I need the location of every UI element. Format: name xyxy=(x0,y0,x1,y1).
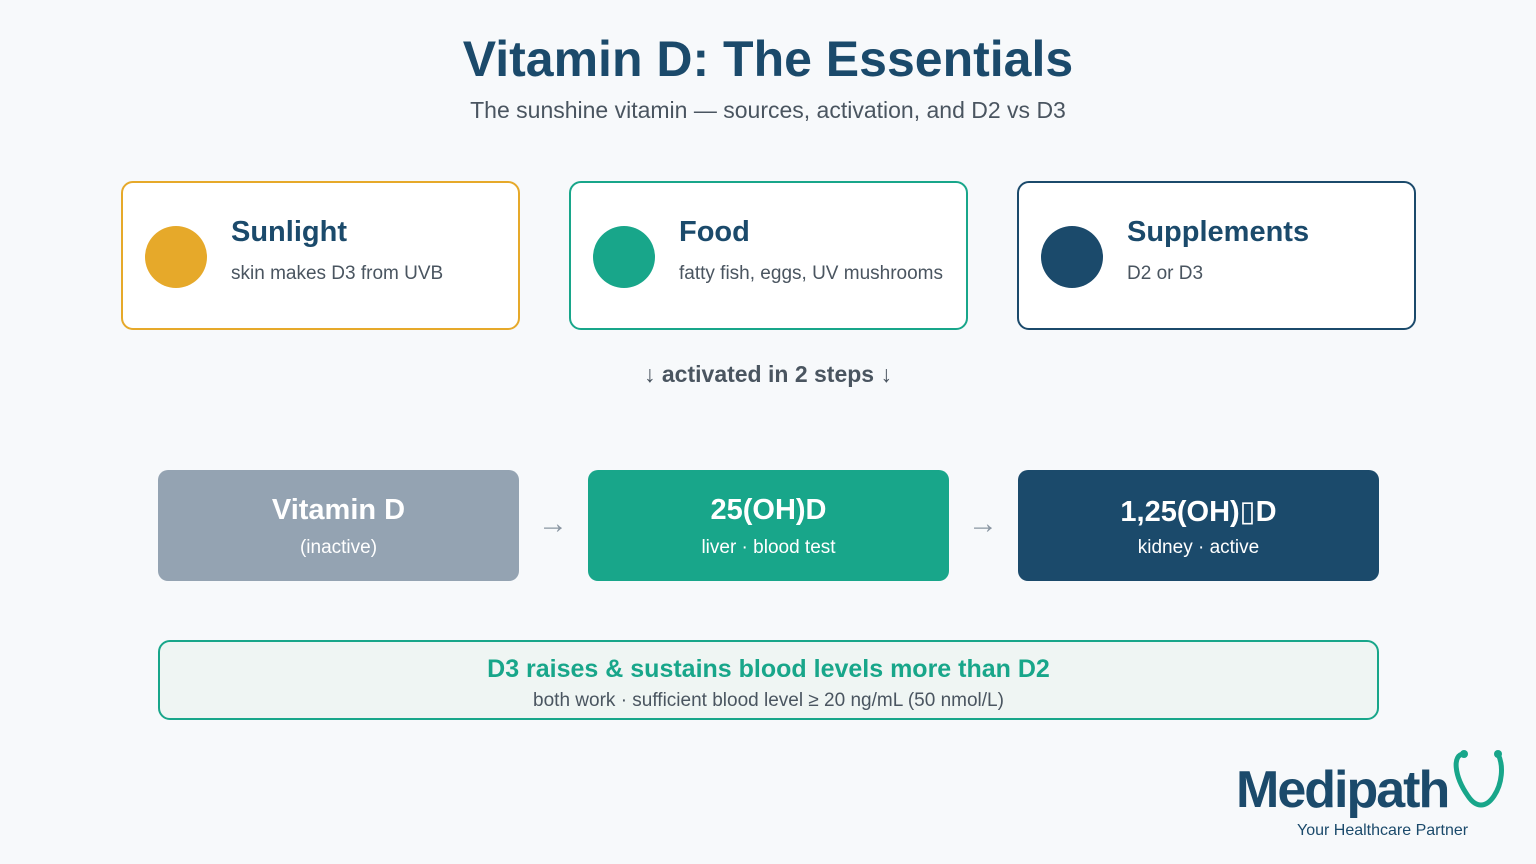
stethoscope-icon xyxy=(1453,750,1504,808)
right-arrow-icon: → xyxy=(968,507,998,540)
logo-tagline: Your Healthcare Partner xyxy=(1297,822,1469,839)
source-desc: D2 or D3 xyxy=(1127,263,1204,284)
page-subtitle: The sunshine vitamin — sources, activati… xyxy=(470,97,1066,123)
food-dot-icon xyxy=(593,226,655,288)
source-desc: fatty fish, eggs, UV mushrooms xyxy=(679,263,943,284)
source-title: Sunlight xyxy=(231,216,347,248)
activation-label: ↓ activated in 2 steps ↓ xyxy=(0,361,1536,388)
step-title: 1,25(OH)▯D xyxy=(1120,496,1277,528)
source-card-food: Food fatty fish, eggs, UV mushrooms xyxy=(569,181,968,330)
right-arrow-icon: → xyxy=(538,507,568,540)
step-125oh2d: 1,25(OH)▯D kidney · active xyxy=(1018,470,1379,581)
activation-text: activated in 2 steps xyxy=(661,361,875,387)
source-desc: skin makes D3 from UVB xyxy=(231,263,444,284)
page-title: Vitamin D: The Essentials xyxy=(462,31,1074,87)
step-desc: (inactive) xyxy=(299,537,378,558)
step-desc: liver · blood test xyxy=(701,537,836,558)
logo-wordmark: Medipath xyxy=(1236,761,1450,819)
note-box: D3 raises & sustains blood levels more t… xyxy=(158,640,1379,720)
medipath-logo: Medipath Your Healthcare Partner xyxy=(1232,746,1512,846)
source-card-supplements: Supplements D2 or D3 xyxy=(1017,181,1416,330)
down-arrow-icon: ↓ xyxy=(644,361,656,387)
step-vitamin-d: Vitamin D (inactive) xyxy=(158,470,519,581)
sunlight-dot-icon xyxy=(145,226,207,288)
step-desc: kidney · active xyxy=(1137,537,1260,558)
step-title: 25(OH)D xyxy=(710,494,827,526)
note-desc: both work · sufficient blood level ≥ 20 … xyxy=(533,690,1004,711)
step-title: Vitamin D xyxy=(271,494,406,526)
source-card-sunlight: Sunlight skin makes D3 from UVB xyxy=(121,181,520,330)
step-25ohd: 25(OH)D liver · blood test xyxy=(588,470,949,581)
source-title: Food xyxy=(679,216,750,248)
source-title: Supplements xyxy=(1127,216,1310,248)
note-title: D3 raises & sustains blood levels more t… xyxy=(487,655,1050,683)
supplements-dot-icon xyxy=(1041,226,1103,288)
down-arrow-icon: ↓ xyxy=(880,361,892,387)
